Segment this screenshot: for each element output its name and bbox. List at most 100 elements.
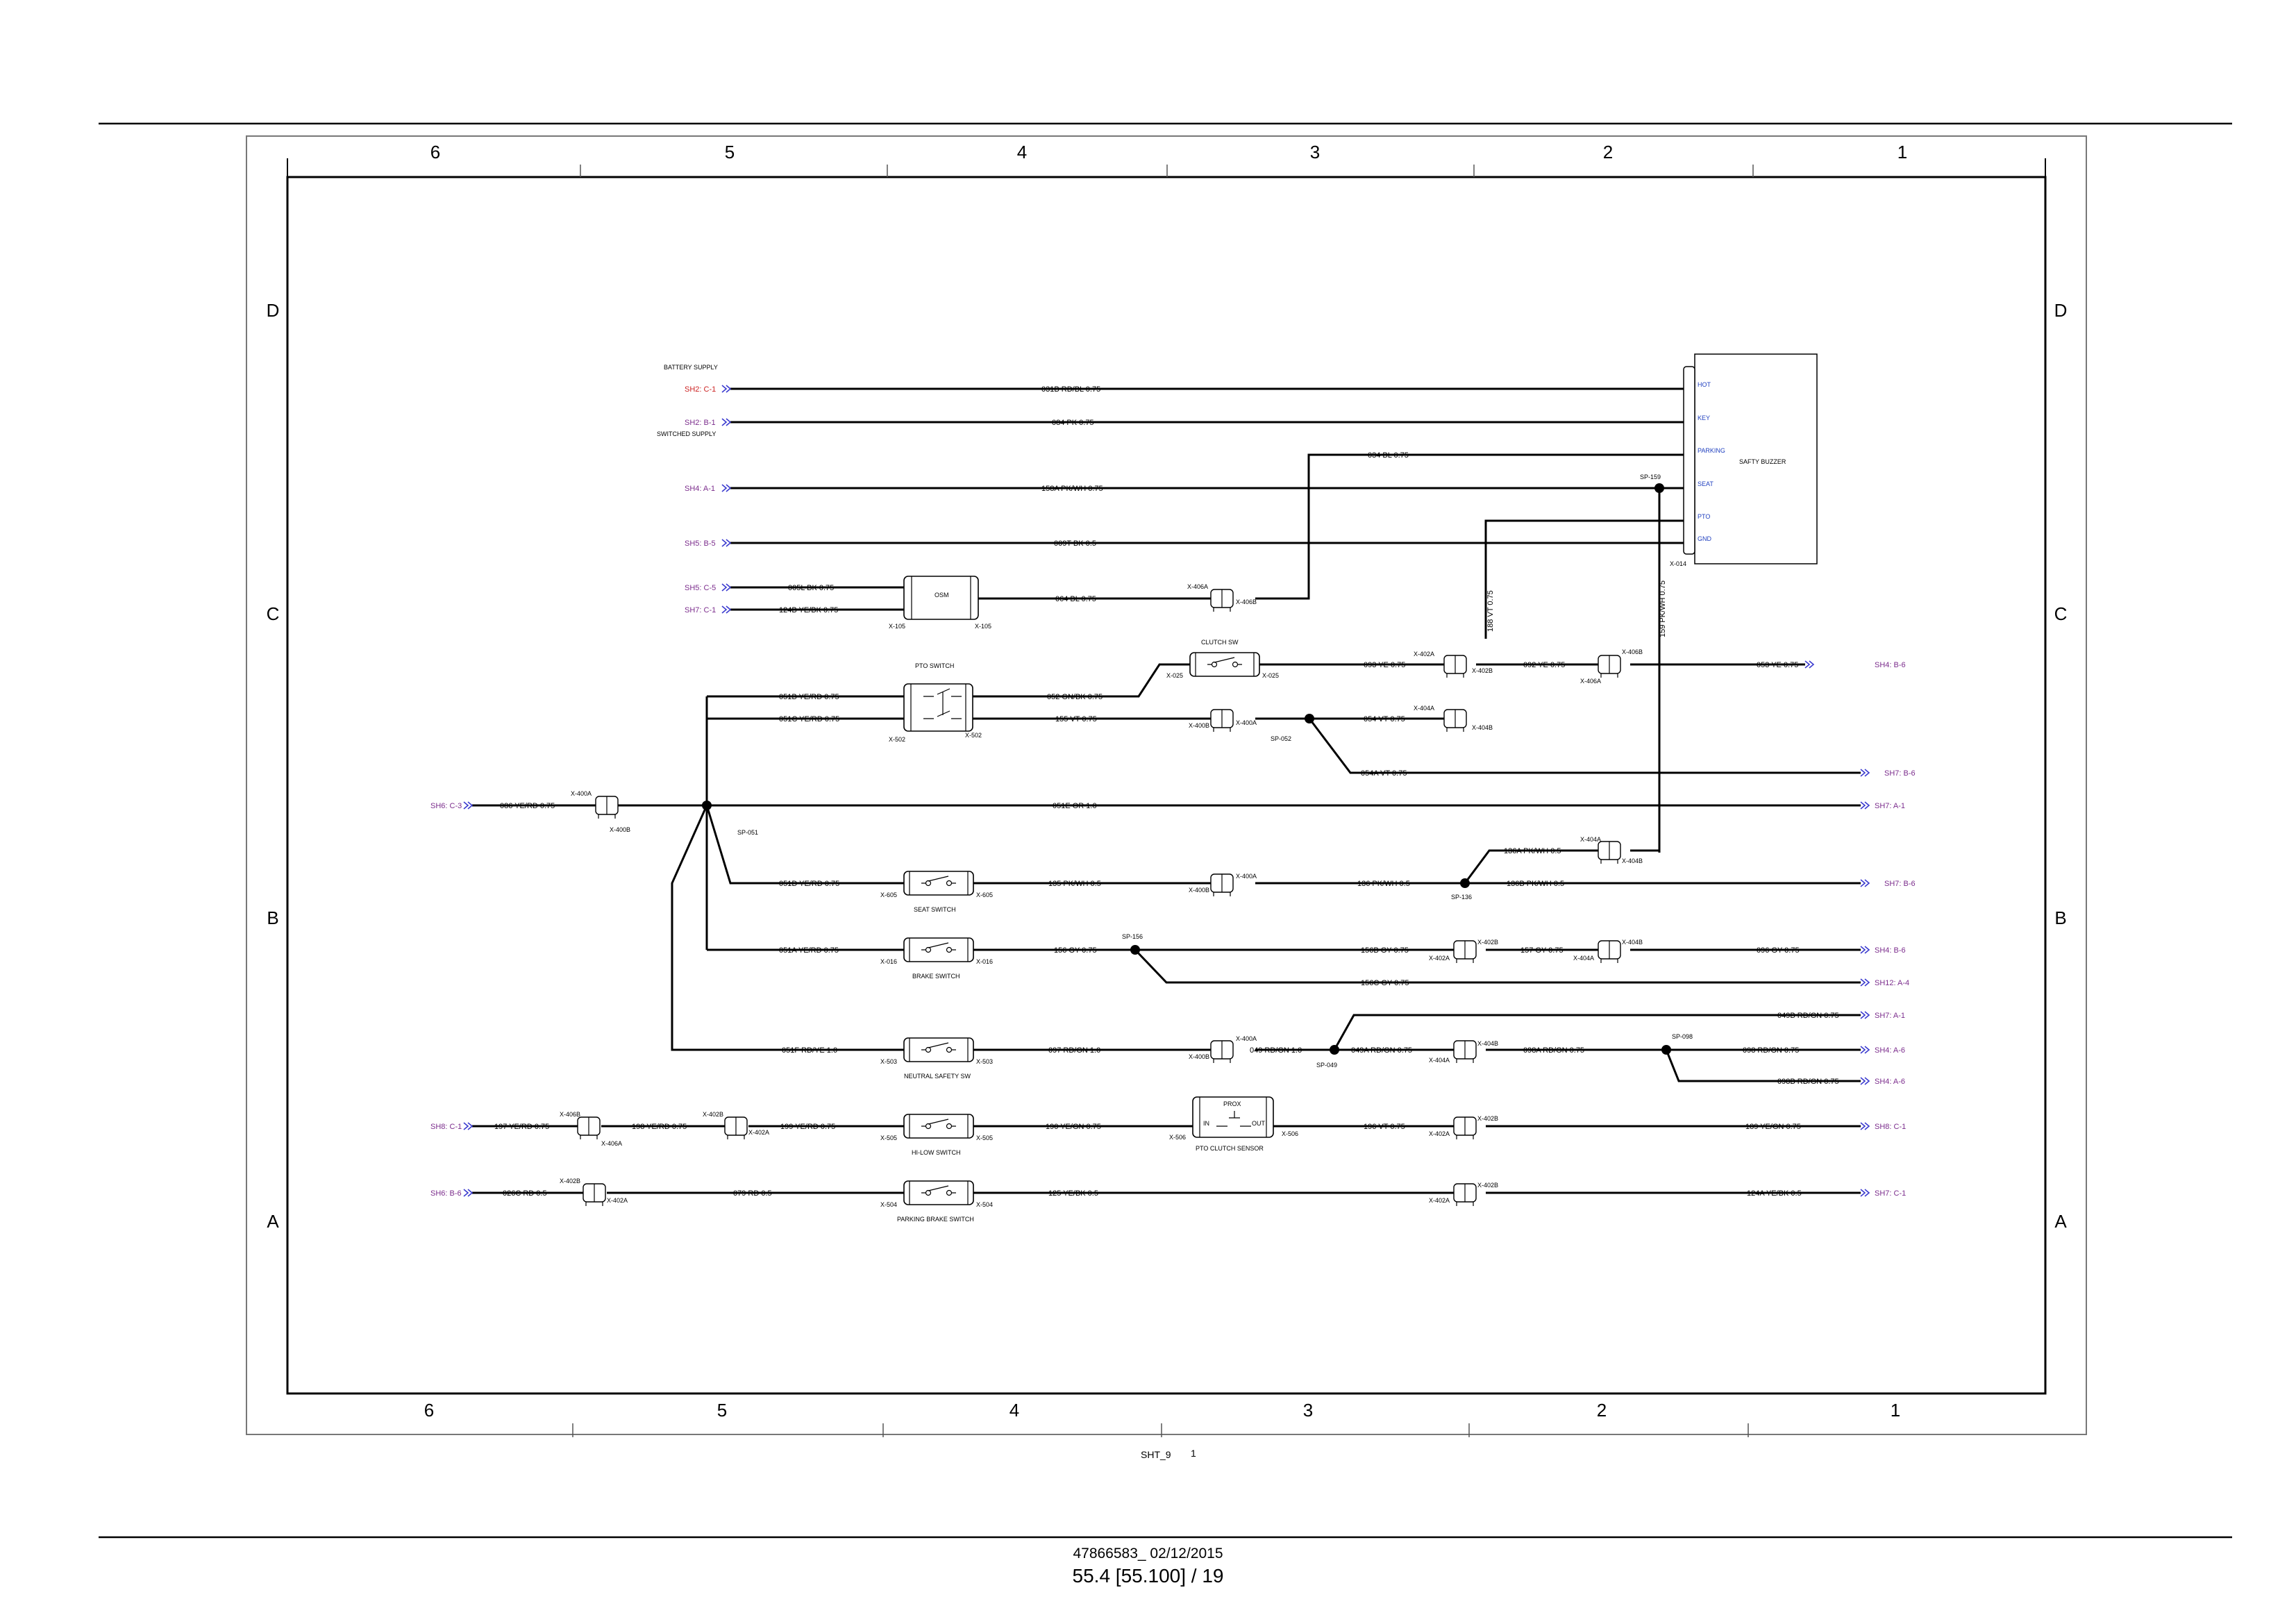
wire-136: 136 PK/WH 0.5 [1357, 880, 1410, 888]
splice-label-sp051: SP-051 [737, 829, 758, 836]
ref-sh6-c3[interactable]: SH6: C-3 [430, 802, 462, 810]
wire-026c: 026C RD 0.5 [503, 1189, 547, 1198]
ref-sh7-c1-in[interactable]: SH7: C-1 [685, 606, 716, 614]
ref-sh4-b6-b[interactable]: SH4: B-6 [1875, 946, 1906, 955]
prox-label: PROX [1223, 1100, 1241, 1107]
wire-092: 092 YE 0.75 [1523, 661, 1565, 669]
ref-sh6-b6[interactable]: SH6: B-6 [430, 1189, 462, 1198]
wire-098a: 098A RD/GN 0.75 [1523, 1046, 1584, 1055]
col-label-5-bottom: 5 [717, 1400, 727, 1421]
wire-051f: 051F RD/YE 1.0 [782, 1046, 837, 1055]
wire-136a: 136A PK/WH 0.5 [1504, 847, 1561, 855]
battery-supply-note: BATTERY SUPPLY [664, 364, 718, 371]
ref-sh5-c5[interactable]: SH5: C-5 [685, 584, 716, 592]
ref-sh8-c1-out[interactable]: SH8: C-1 [1875, 1123, 1906, 1131]
col-label-3-bottom: 3 [1303, 1400, 1313, 1421]
row-label-d: D [267, 300, 280, 321]
ref-sh4-a1[interactable]: SH4: A-1 [685, 485, 715, 493]
switched-supply-note: SWITCHED SUPPLY [657, 430, 716, 437]
conn-label-3b: X-406A [1580, 678, 1601, 685]
conn-label-8b: X-400B [1189, 887, 1209, 894]
ref-sh7-a1-b[interactable]: SH7: A-1 [1875, 1012, 1905, 1020]
osm-connector-left: X-105 [889, 623, 905, 630]
seat-switch: SEAT SWITCH X-605 X-605 [880, 871, 993, 913]
safety-buzzer: SAFTY BUZZER X-014 HOT KEY PARKING SEAT … [1670, 353, 1818, 567]
conn-label-5b: X-400A [1236, 719, 1257, 726]
wire-084: 084 PK 0.75 [1052, 419, 1094, 427]
buzzer-pin-pto: PTO [1698, 513, 1710, 520]
neutral-safety-switch-label: NEUTRAL SAFETY SW [904, 1073, 971, 1080]
wire-051d: 051D YE/RD 0.75 [779, 880, 839, 888]
conn-label-8a: X-400A [1236, 873, 1257, 880]
ref-sh7-c1-out[interactable]: SH7: C-1 [1875, 1189, 1906, 1198]
conn-label-16b: X-402A [607, 1197, 628, 1204]
ref-sh5-b5[interactable]: SH5: B-5 [685, 539, 716, 548]
wire-097: 097 RD/GN 1.0 [1048, 1046, 1100, 1055]
wire-093: 093 YE 0.75 [1364, 661, 1405, 669]
wire-156b: 156B GY 0.75 [1361, 946, 1409, 955]
ref-sh7-b6-b[interactable]: SH7: B-6 [1884, 880, 1916, 888]
col-label-1: 1 [1897, 142, 1907, 162]
conn-label-14a: X-402B [703, 1111, 723, 1118]
buzzer-pin-key: KEY [1698, 415, 1710, 421]
wire-098: 098 RD/GN 0.75 [1743, 1046, 1799, 1055]
neutral-connector-right: X-503 [976, 1058, 993, 1065]
splice-label-sp049: SP-049 [1316, 1062, 1337, 1069]
wire-005l: 005L BK 0.75 [788, 584, 834, 592]
wire-098b: 098B RD/GN 0.75 [1777, 1078, 1839, 1086]
col-label-5: 5 [725, 142, 735, 162]
ref-sh8-c1-in[interactable]: SH8: C-1 [430, 1123, 462, 1131]
ref-sh2-c1[interactable]: SH2: C-1 [685, 385, 716, 394]
conn-label-2b: X-402B [1472, 667, 1493, 674]
wire-196: 196 VT 0.75 [1364, 1123, 1405, 1131]
ref-sh12-a4[interactable]: SH12: A-4 [1875, 979, 1909, 987]
wire-052: 052 GN/BK 0.75 [1047, 693, 1103, 701]
sensor-in-label: IN [1203, 1120, 1209, 1127]
splice-label-sp136: SP-136 [1451, 894, 1472, 901]
pto-switch-label: PTO SWITCH [915, 662, 954, 669]
row-label-a-right: A [2054, 1211, 2067, 1232]
conn-label-1a: X-406A [1187, 583, 1208, 590]
wire-124a: 124A YE/BK 0.5 [1747, 1189, 1802, 1198]
splice-label-sp159: SP-159 [1640, 474, 1661, 480]
ref-sh4-a6-b[interactable]: SH4: A-6 [1875, 1078, 1905, 1086]
splice-sp098 [1661, 1045, 1671, 1055]
page-reference: 55.4 [55.100] / 19 [1072, 1565, 1224, 1587]
wire-051e: 051E OR 1.0 [1053, 802, 1097, 810]
wire-051c: 051C YE/RD 0.75 [779, 715, 839, 723]
pto-switch-connector-right: X-502 [965, 732, 982, 739]
wire-053: 053 YE 0.75 [1757, 661, 1798, 669]
pto-switch: PTO SWITCH X-502 X-502 [889, 662, 982, 743]
wire-125: 125 YE/BK 0.5 [1048, 1189, 1098, 1198]
ref-sh4-b6-a[interactable]: SH4: B-6 [1875, 661, 1906, 669]
sheet-id: SHT_9 [1141, 1449, 1171, 1460]
hi-low-connector-left: X-505 [880, 1135, 897, 1141]
ref-sh2-b1[interactable]: SH2: B-1 [685, 419, 716, 427]
conn-label-16a: X-402B [560, 1178, 580, 1184]
conn-label-4b: X-404B [1472, 724, 1493, 731]
hi-low-switch-label: HI-LOW SWITCH [912, 1149, 961, 1156]
ref-sh7-b6-a[interactable]: SH7: B-6 [1884, 769, 1916, 778]
splice-label-sp156: SP-156 [1122, 933, 1143, 940]
clutch-connector-right: X-025 [1262, 672, 1279, 679]
seat-connector-left: X-605 [880, 891, 897, 898]
wire-034: 034 BL 0.75 [1368, 451, 1409, 460]
wire-096: 096 GY 0.75 [1757, 946, 1800, 955]
brake-connector-right: X-016 [976, 958, 993, 965]
wire-136b: 136B PK/WH 0.5 [1507, 880, 1564, 888]
ref-sh7-a1-a[interactable]: SH7: A-1 [1875, 802, 1905, 810]
osm-module: OSM X-105 X-105 [889, 576, 991, 630]
wire-158a: 158A PK/WH 0.75 [1041, 485, 1103, 493]
wire-156: 156 GY 0.75 [1054, 946, 1097, 955]
conn-label-7a: X-404A [1580, 836, 1601, 843]
wire-054a: 054A VT 0.75 [1361, 769, 1407, 778]
conn-label-11a: X-400A [1236, 1035, 1257, 1042]
brake-switch: BRAKE SWITCH X-016 X-016 [880, 937, 993, 980]
wire-049a: 049A RD/GN 0.75 [1351, 1046, 1412, 1055]
splice-sp156 [1130, 945, 1140, 955]
ref-sh4-a6-a[interactable]: SH4: A-6 [1875, 1046, 1905, 1055]
wire-031b: 031B RD/BL 0.75 [1041, 385, 1100, 394]
conn-label-14b: X-402A [748, 1129, 769, 1136]
conn-label-2a: X-402A [1414, 651, 1434, 658]
